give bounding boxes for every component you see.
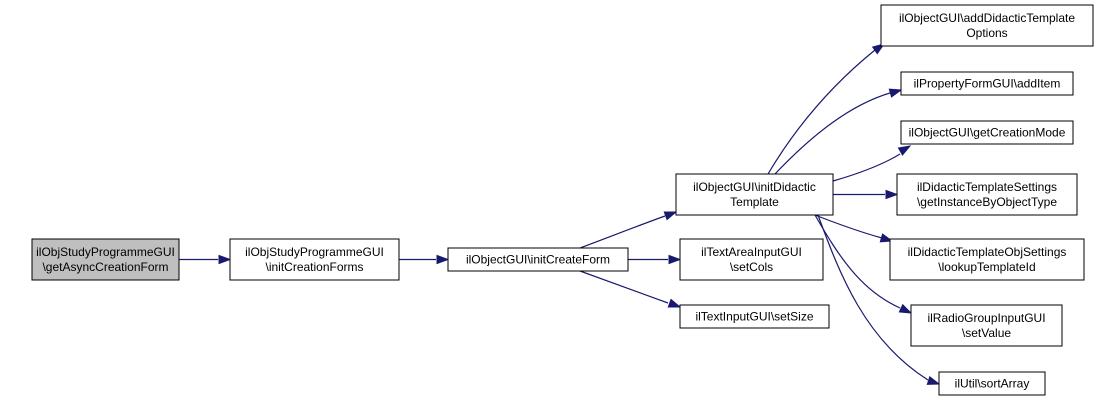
node-label-n7-line-0: ilPropertyFormGUI\addItem: [914, 77, 1061, 91]
edge-n3-n8: [832, 145, 912, 182]
node-label-n6-line-1: Options: [966, 26, 1007, 40]
node-box-n4[interactable]: [679, 238, 824, 281]
node-n9[interactable]: ilDidacticTemplateSettings\getInstanceBy…: [896, 173, 1078, 216]
nodes-layer: ilObjStudyProgrammeGUI\getAsyncCreationF…: [31, 4, 1094, 396]
node-label-n3-line-1: Template: [730, 195, 779, 209]
edge-n0-n1: [179, 254, 232, 265]
arrowhead-n3-n11: [898, 303, 913, 314]
edge-line-n3-n7: [774, 92, 891, 175]
node-n5[interactable]: ilTextInputGUI\setSize: [679, 304, 830, 329]
edge-n1-n2: [399, 254, 450, 265]
node-label-n1-line-1: \initCreationForms: [265, 260, 363, 274]
edge-line-n3-n6: [767, 49, 876, 175]
node-n12[interactable]: ilUtil\sortArray: [938, 371, 1046, 396]
node-n1[interactable]: ilObjStudyProgrammeGUI\initCreationForms: [229, 238, 400, 281]
edge-line-n3-n11: [814, 214, 901, 309]
edge-n2-n4: [628, 254, 682, 265]
node-box-n12[interactable]: [938, 371, 1046, 396]
node-n4[interactable]: ilTextAreaInputGUI\setCols: [679, 238, 824, 281]
node-label-n8-line-0: ilObjectGUI\getCreationMode: [909, 126, 1066, 140]
arrowhead-n2-n4: [668, 254, 682, 265]
node-label-n12-line-0: ilUtil\sortArray: [955, 377, 1030, 391]
node-n10[interactable]: ilDidacticTemplateObjSettings\lookupTemp…: [889, 238, 1085, 281]
node-box-n2[interactable]: [447, 247, 629, 272]
arrowhead-n2-n5: [667, 298, 682, 308]
node-label-n9-line-1: \getInstanceByObjectType: [917, 195, 1057, 209]
edge-n2-n3: [579, 211, 678, 249]
node-label-n1-line-0: ilObjStudyProgrammeGUI: [245, 245, 384, 259]
edge-line-n3-n10: [814, 214, 883, 239]
node-box-n6[interactable]: [880, 4, 1094, 47]
arrowhead-n0-n1: [218, 254, 232, 265]
node-label-n3-line-0: ilObjectGUI\initDidactic: [693, 180, 816, 194]
edge-line-n2-n5: [579, 270, 669, 304]
node-label-n10-line-1: \lookupTemplateId: [938, 260, 1035, 274]
node-label-n0-line-1: \getAsyncCreationForm: [42, 260, 168, 274]
edge-line-n3-n12: [817, 214, 929, 381]
node-n11[interactable]: ilRadioGroupInputGUI\setValue: [910, 304, 1063, 347]
node-box-n10[interactable]: [889, 238, 1085, 281]
node-box-n0[interactable]: [31, 238, 180, 281]
node-label-n4-line-0: ilTextAreaInputGUI: [701, 245, 802, 259]
edge-n3-n9: [833, 189, 899, 200]
node-box-n9[interactable]: [896, 173, 1078, 216]
node-label-n11-line-0: ilRadioGroupInputGUI: [927, 311, 1045, 325]
node-box-n7[interactable]: [900, 71, 1074, 96]
node-label-n2-line-0: ilObjectGUI\initCreateForm: [466, 253, 610, 267]
arrowhead-n3-n9: [885, 189, 899, 200]
edge-line-n3-n8: [832, 153, 901, 182]
node-label-n5-line-0: ilTextInputGUI\setSize: [695, 310, 813, 324]
node-label-n11-line-1: \setValue: [962, 326, 1011, 340]
arrowhead-n3-n10: [879, 233, 894, 243]
node-box-n1[interactable]: [229, 238, 400, 281]
node-n0[interactable]: ilObjStudyProgrammeGUI\getAsyncCreationF…: [31, 238, 180, 281]
node-label-n0-line-0: ilObjStudyProgrammeGUI: [36, 245, 175, 259]
arrowhead-n3-n8: [897, 145, 912, 156]
node-label-n9-line-0: ilDidacticTemplateSettings: [917, 180, 1057, 194]
edge-line-n2-n3: [579, 215, 666, 249]
arrowhead-n3-n12: [926, 375, 941, 385]
node-label-n4-line-1: \setCols: [730, 260, 773, 274]
edge-n3-n7: [774, 88, 903, 175]
node-box-n8[interactable]: [900, 120, 1074, 145]
arrowhead-n1-n2: [436, 254, 450, 265]
node-label-n10-line-0: ilDidacticTemplateObjSettings: [908, 245, 1067, 259]
arrowhead-n2-n3: [663, 211, 678, 221]
edge-n3-n12: [817, 214, 941, 385]
edge-n3-n10: [814, 214, 894, 243]
edge-n2-n5: [579, 270, 682, 308]
node-label-n6-line-0: ilObjectGUI\addDidacticTemplate: [899, 11, 1075, 25]
node-box-n5[interactable]: [679, 304, 830, 329]
node-n7[interactable]: ilPropertyFormGUI\addItem: [900, 71, 1074, 96]
node-box-n3[interactable]: [675, 173, 834, 216]
node-n8[interactable]: ilObjectGUI\getCreationMode: [900, 120, 1074, 145]
arrowhead-n3-n7: [888, 88, 903, 98]
node-n2[interactable]: ilObjectGUI\initCreateForm: [447, 247, 629, 272]
edge-n3-n6: [767, 43, 886, 175]
node-box-n11[interactable]: [910, 304, 1063, 347]
